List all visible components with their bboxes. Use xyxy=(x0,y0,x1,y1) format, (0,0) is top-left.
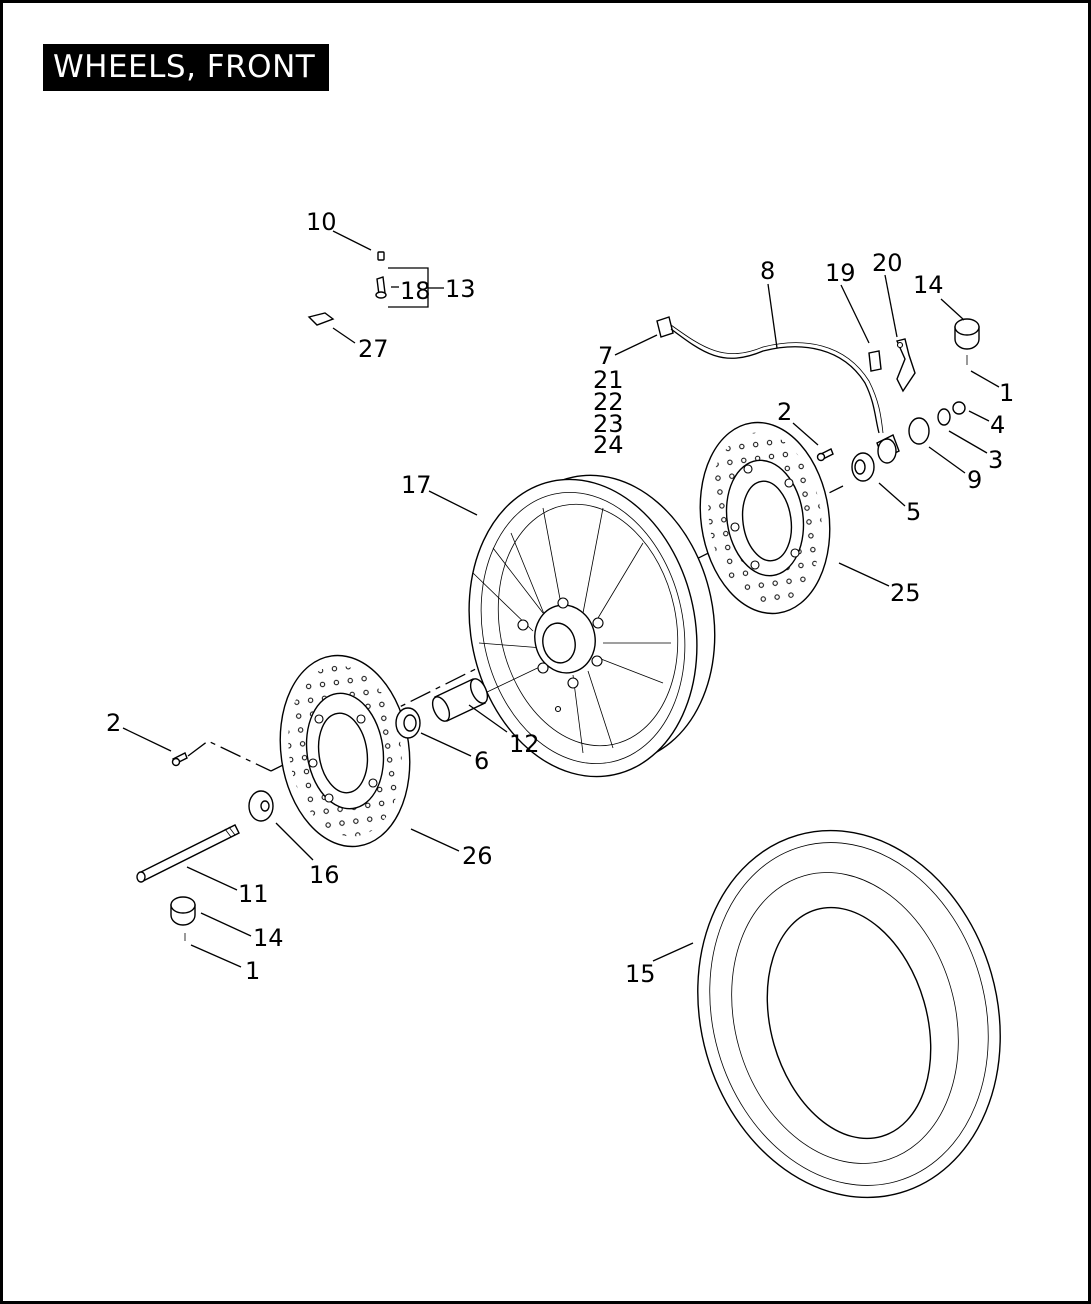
rotor-bolt-right xyxy=(816,448,834,462)
axle-spacer xyxy=(248,790,274,822)
valve-stem xyxy=(375,251,387,299)
callout-3: 3 xyxy=(988,446,1003,474)
balance-weight xyxy=(307,312,335,326)
tire xyxy=(697,829,1001,1199)
callout-2-right: 2 xyxy=(777,398,792,426)
callout-23: 23 xyxy=(593,410,624,438)
leader-lines xyxy=(122,230,1000,968)
callout-1-right: 1 xyxy=(999,379,1014,407)
callout-12: 12 xyxy=(509,730,540,758)
callout-24: 24 xyxy=(593,431,624,459)
callout-16: 16 xyxy=(309,861,340,889)
exploded-parts-diagram: 10 18 13 27 8 19 20 14 1 7 21 22 23 24 2… xyxy=(106,208,1014,1199)
brake-rotor-right xyxy=(699,421,831,615)
callout-2-left: 2 xyxy=(106,709,121,737)
washer-nut xyxy=(908,401,966,445)
callout-21: 21 xyxy=(593,366,624,394)
callout-10: 10 xyxy=(306,208,337,236)
bolt-centerline-left xyxy=(187,740,272,772)
axle-cap-right xyxy=(954,318,980,365)
callout-26: 26 xyxy=(462,842,493,870)
callout-7: 7 xyxy=(598,342,613,370)
page-title: WHEELS, FRONT xyxy=(43,44,330,91)
callout-27: 27 xyxy=(358,335,389,363)
callout-17: 17 xyxy=(401,471,432,499)
callout-14-left: 14 xyxy=(253,924,284,952)
cable-clips xyxy=(868,338,916,393)
callout-18: 18 xyxy=(400,277,431,305)
callout-19: 19 xyxy=(825,259,856,287)
sensor-cable xyxy=(656,316,884,434)
callout-11: 11 xyxy=(238,880,269,908)
front-axle xyxy=(136,824,240,883)
callout-9: 9 xyxy=(967,466,982,494)
callout-25: 25 xyxy=(890,579,921,607)
callout-22: 22 xyxy=(593,388,624,416)
cast-wheel xyxy=(468,474,716,778)
brake-rotor-left xyxy=(279,654,411,848)
callout-8: 8 xyxy=(760,257,775,285)
callout-4: 4 xyxy=(990,411,1005,439)
axle-cap-left xyxy=(170,896,196,941)
bearing-right xyxy=(851,452,875,482)
callout-6: 6 xyxy=(474,747,489,775)
callout-13: 13 xyxy=(445,275,476,303)
rotor-bolt-left xyxy=(171,752,188,767)
callout-5: 5 xyxy=(906,498,921,526)
callout-15: 15 xyxy=(625,960,656,988)
bearing-left xyxy=(395,707,421,739)
callout-20: 20 xyxy=(872,249,903,277)
callout-14-right: 14 xyxy=(913,271,944,299)
callout-1-left: 1 xyxy=(245,957,260,985)
hub-spacer xyxy=(431,678,489,722)
wheel-speed-sensor xyxy=(876,434,900,464)
